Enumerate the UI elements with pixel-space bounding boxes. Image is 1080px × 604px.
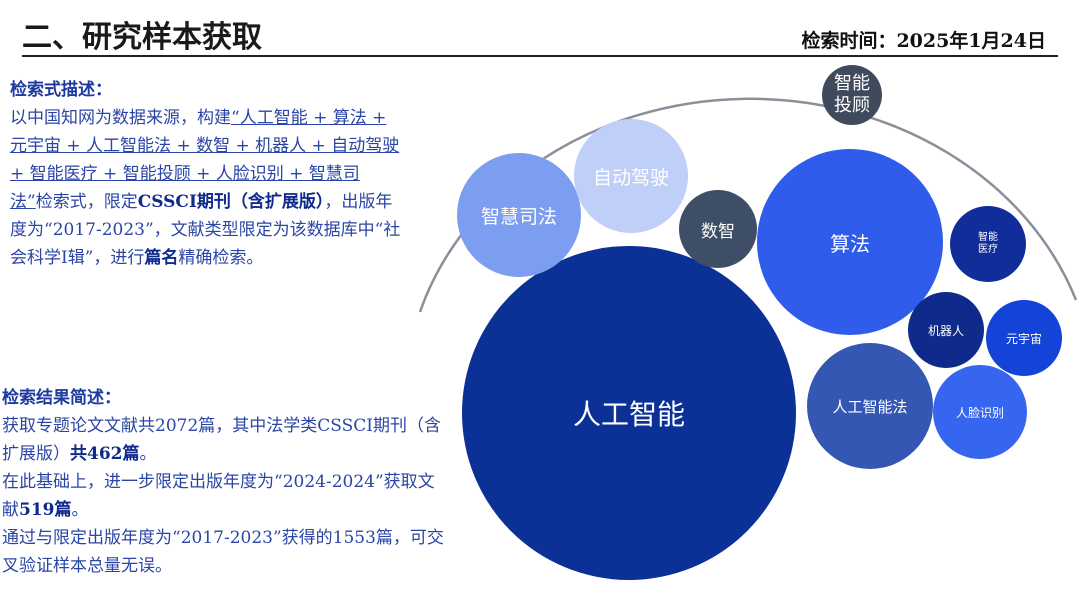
query-journal: CSSCI期刊（含扩展版） [137, 192, 325, 212]
search-date: 检索时间：2025年1月24日 [801, 30, 1046, 52]
bubble: 机器人 [908, 292, 984, 368]
bubble: 元宇宙 [986, 300, 1062, 376]
query-text: 以中国知网为数据来源，构建 [10, 108, 231, 128]
results-punct: 。 [139, 444, 157, 464]
query-text: 精确检索。 [178, 248, 264, 268]
results-line: 获取专题论文文献共2072篇，其中法学类CSSCI期刊（含扩展版） [2, 416, 441, 464]
query-field: 篇名 [144, 248, 179, 268]
bubble: 智慧司法 [457, 153, 581, 277]
bubble-label: 智能投顾 [834, 73, 870, 116]
bubble-label: 人工智能法 [832, 397, 908, 416]
query-text: ，出版年度为“2017-2023”，文献类型限定为该数据库中“社会科学I辑”，进… [10, 192, 401, 268]
bubble-label: 人工智能 [572, 398, 685, 431]
slide-title: 二、研究样本获取 [22, 20, 262, 55]
bubble-label: 智慧司法 [480, 205, 557, 228]
results-count: 519篇 [19, 500, 72, 520]
bubble-label: 智能医疗 [978, 232, 998, 255]
query-heading: 检索式描述： [10, 80, 112, 100]
results-punct: 。 [71, 500, 89, 520]
bubble-label: 机器人 [927, 323, 964, 338]
results-line: 通过与限定出版年度为“2017-2023”获得的1553篇，可交叉验证样本总量无… [2, 528, 444, 576]
bubble-label: 元宇宙 [1005, 331, 1042, 346]
bubble: 智能投顾 [822, 65, 882, 125]
query-description: 检索式描述： 以中国知网为数据来源，构建“人工智能 + 算法 + 元宇宙 + 人… [10, 76, 402, 272]
query-text: 检索式，限定 [35, 192, 138, 212]
bubble: 自动驾驶 [574, 119, 688, 233]
title-divider [22, 55, 1058, 57]
results-heading: 检索结果简述： [2, 388, 121, 408]
bubble: 智能医疗 [950, 206, 1026, 282]
bubble: 人脸识别 [933, 365, 1027, 459]
bubble: 数智 [679, 190, 757, 268]
results-count: 共462篇 [70, 444, 140, 464]
bubble: 人工智能法 [807, 343, 933, 469]
results-line: 在此基础上，进一步限定出版年度为“2024-2024”获取文献 [2, 472, 435, 520]
bubble-label: 算法 [830, 231, 870, 256]
query-expression: “人工智能 + 算法 + 元宇宙 + 人工智能法 + 数智 + 机器人 + 自动… [10, 108, 400, 212]
bubble-label: 自动驾驶 [592, 166, 669, 189]
results-summary: 检索结果简述： 获取专题论文文献共2072篇，其中法学类CSSCI期刊（含扩展版… [2, 384, 450, 580]
bubble-label: 数智 [701, 221, 735, 242]
bubble-label: 人脸识别 [955, 405, 1004, 420]
bubble: 人工智能 [462, 246, 796, 580]
bubble: 算法 [757, 149, 943, 335]
